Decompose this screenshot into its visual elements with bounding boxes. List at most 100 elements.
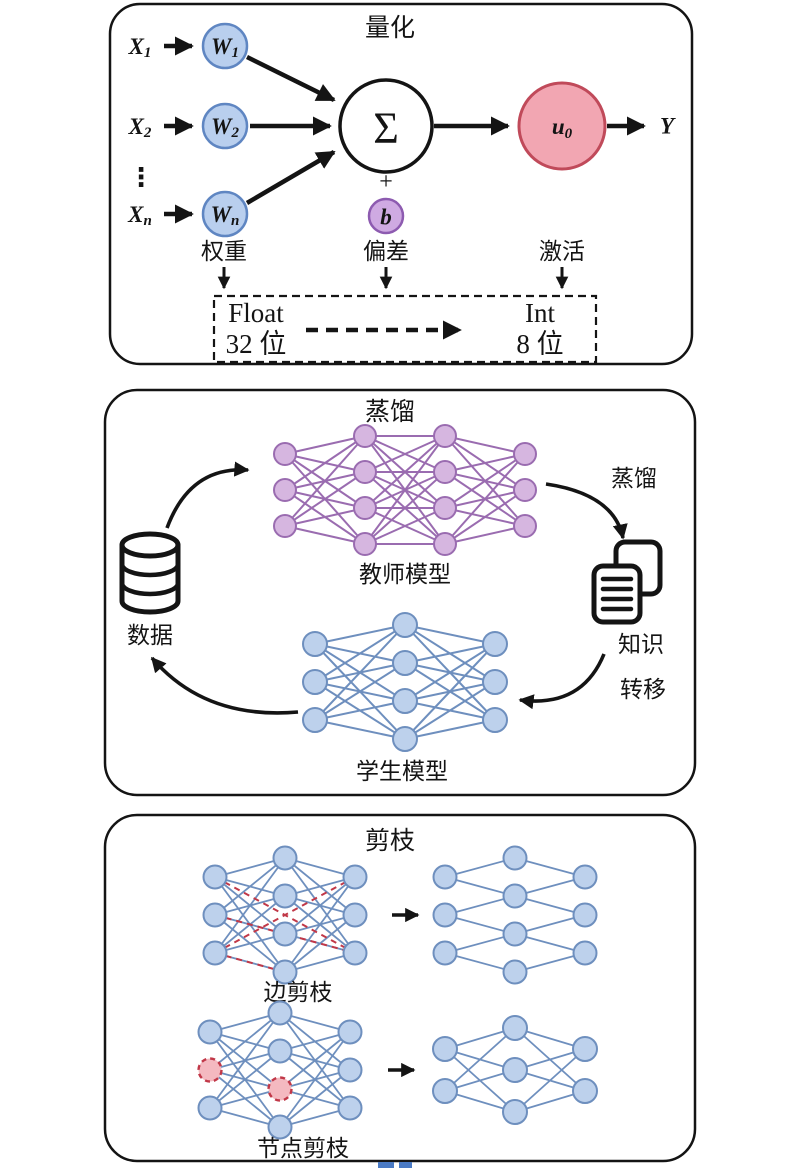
- net-node: [482, 707, 508, 733]
- net-node: [392, 650, 418, 676]
- input-xn-base: X: [127, 202, 144, 227]
- pruned-edge: [214, 914, 356, 954]
- weight-label-w1: W1: [211, 34, 239, 62]
- u0-base: u: [552, 114, 565, 139]
- arrow-wn-to-sum: [245, 150, 336, 205]
- net-edge: [284, 914, 356, 973]
- net-node: [432, 1036, 458, 1062]
- net-edge: [364, 471, 446, 545]
- net-edge: [314, 624, 406, 683]
- net-node: [202, 902, 228, 928]
- net-edge: [404, 681, 496, 740]
- net-node: [433, 532, 457, 556]
- net-edge: [404, 624, 496, 645]
- pruned-node: [197, 1057, 223, 1083]
- precision-box: [212, 294, 598, 364]
- net-node: [202, 864, 228, 890]
- cropped-caption: [378, 1162, 412, 1168]
- net-node: [302, 669, 328, 695]
- net-edge: [444, 1027, 516, 1092]
- net-node: [272, 959, 298, 985]
- net-edge: [214, 857, 286, 916]
- bias-circle: [367, 197, 405, 235]
- net-edge: [444, 453, 526, 473]
- net-edge: [284, 507, 366, 527]
- net-node: [572, 1078, 598, 1104]
- net-edge: [404, 643, 496, 740]
- arrow-data-to-teacher: [165, 461, 250, 529]
- w2-base: W: [211, 114, 233, 139]
- wn-base: W: [211, 202, 233, 227]
- net-edge: [364, 507, 446, 545]
- quantization-title: 量化: [365, 14, 415, 42]
- w1-base: W: [211, 34, 233, 59]
- weight-circle: [201, 102, 249, 150]
- caption-fragment: [378, 1162, 394, 1168]
- net-edge: [284, 471, 366, 527]
- net-edge: [279, 1069, 351, 1128]
- net-edge: [404, 719, 496, 740]
- sum-circle: [338, 78, 434, 174]
- input-label-x1: X1: [128, 34, 152, 62]
- node-pruning-before-network: [197, 1000, 363, 1140]
- net-edge: [284, 525, 366, 545]
- database-icon: [119, 531, 181, 615]
- edge-pruning-before-network: [202, 845, 368, 985]
- net-node: [572, 1036, 598, 1062]
- quantization-panel: 量化 X1 X2 ⋮ Xn W1 W2 Wn Σ + b u0 Y: [108, 2, 694, 366]
- net-edge: [279, 1031, 351, 1128]
- net-edge: [314, 700, 406, 721]
- net-edge: [404, 643, 496, 664]
- quantization-panel-border: [108, 2, 694, 366]
- distillation-title: 蒸馏: [365, 398, 415, 426]
- database-divider-1: [119, 561, 181, 578]
- net-node: [432, 864, 458, 890]
- net-node: [342, 864, 368, 890]
- output-label-y: Y: [660, 114, 676, 139]
- net-node: [433, 460, 457, 484]
- float-type-label: Float: [228, 298, 284, 328]
- net-edge: [314, 662, 406, 721]
- net-node: [342, 940, 368, 966]
- net-edge: [404, 643, 496, 702]
- net-edge: [364, 435, 446, 473]
- student-label: 学生模型: [356, 759, 448, 784]
- float-bits-label: 32 位: [226, 329, 287, 359]
- net-node: [267, 1000, 293, 1026]
- distillation-panel: 蒸馏 教师模型 学生模型 数据 知识 转移 蒸馏: [103, 388, 697, 797]
- net-node: [272, 883, 298, 909]
- net-node: [302, 631, 328, 657]
- wn-sub: n: [231, 213, 239, 229]
- net-edge: [314, 624, 406, 645]
- net-edge: [444, 435, 526, 455]
- net-node: [197, 1019, 223, 1045]
- net-node: [482, 669, 508, 695]
- caption-fragment: [399, 1162, 412, 1168]
- edge-pruning-after-network: [432, 845, 598, 985]
- transfer-label: 转移: [620, 677, 666, 702]
- edge-pruning-label: 边剪枝: [264, 980, 333, 1005]
- distill-arrow-label: 蒸馏: [611, 466, 657, 491]
- net-node: [572, 940, 598, 966]
- knowledge-icon: [591, 539, 663, 625]
- net-node: [353, 424, 377, 448]
- net-node: [392, 726, 418, 752]
- arrow-w1-to-sum: [246, 54, 336, 103]
- net-edge: [284, 876, 356, 973]
- net-node: [502, 921, 528, 947]
- input-label-xn: Xn: [127, 202, 152, 230]
- net-node: [502, 1057, 528, 1083]
- weight-label-w2: W2: [211, 114, 239, 142]
- data-label: 数据: [127, 623, 173, 648]
- database-top: [119, 531, 181, 559]
- net-node: [513, 442, 537, 466]
- arrow-student-to-data: [150, 656, 299, 715]
- net-node: [433, 496, 457, 520]
- teacher-label: 教师模型: [359, 562, 451, 587]
- net-node: [353, 532, 377, 556]
- input-xn-sub: n: [144, 213, 152, 229]
- node-pruning-label: 节点剪枝: [257, 1136, 349, 1161]
- net-node: [392, 612, 418, 638]
